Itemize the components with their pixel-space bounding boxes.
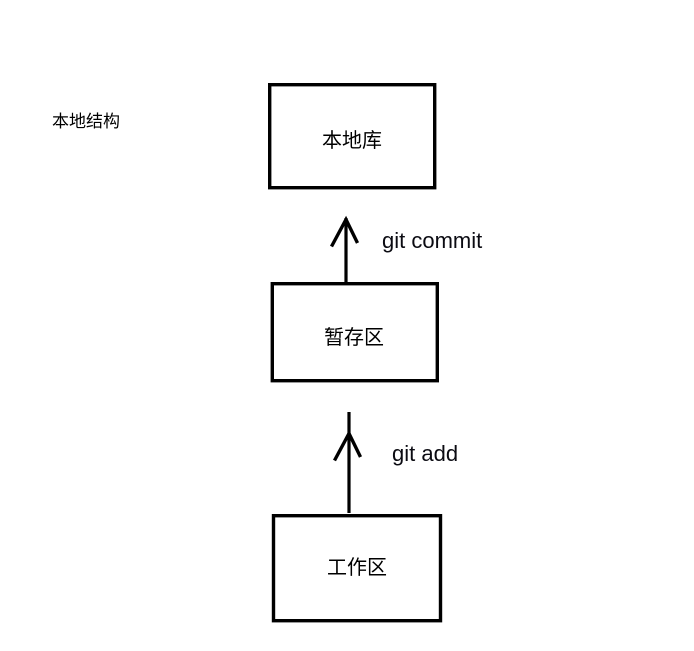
node-staging-area-label: 暂存区: [324, 326, 384, 349]
node-working-dir-label: 工作区: [327, 556, 387, 579]
edge-git-add-arrowhead: [333, 429, 363, 462]
edge-git-commit[interactable]: git commit: [330, 215, 483, 282]
edge-git-add-label: git add: [392, 441, 458, 466]
section-label-local-structure: 本地结构: [52, 112, 120, 131]
node-local-repo-label: 本地库: [322, 129, 382, 152]
node-working-dir[interactable]: 工作区: [271, 514, 443, 623]
node-working-dir-box: [271, 514, 443, 623]
node-staging-area-box: [270, 282, 439, 383]
edge-git-commit-label: git commit: [382, 228, 482, 253]
node-staging-area[interactable]: 暂存区: [270, 282, 439, 383]
node-local-repo-box: [268, 82, 437, 190]
node-local-repo[interactable]: 本地库: [268, 82, 437, 190]
edge-git-commit-arrowhead: [330, 215, 360, 248]
edge-git-add[interactable]: git add: [333, 412, 459, 513]
